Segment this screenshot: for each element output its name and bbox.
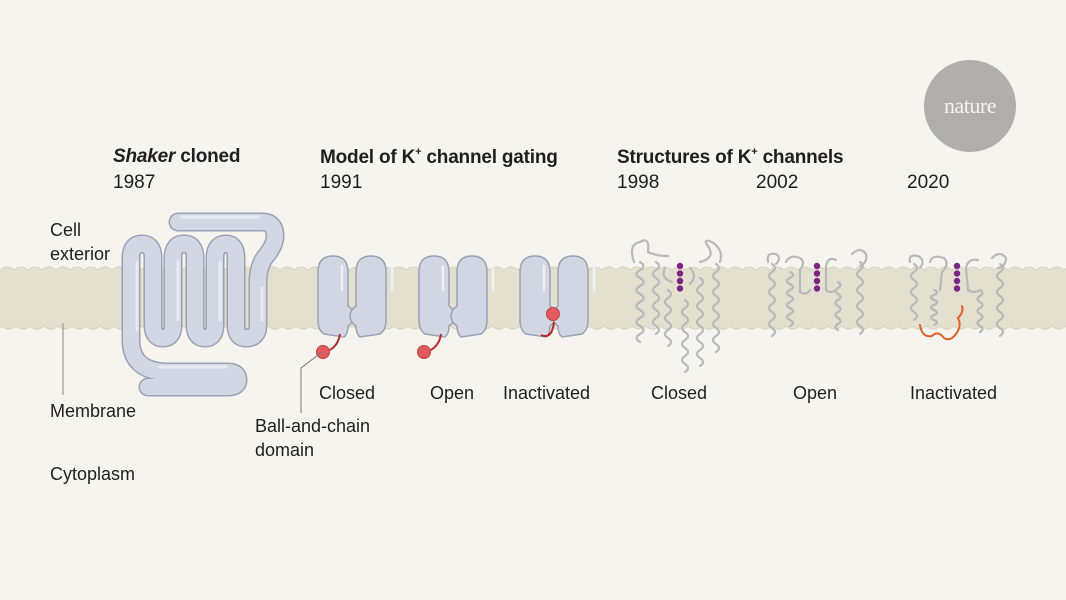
structures-title-pre: Structures of K — [617, 147, 752, 168]
helix — [767, 262, 777, 338]
ball-icon — [546, 307, 560, 321]
inactivation-loop — [919, 305, 964, 341]
structure-state-open: Open — [793, 383, 838, 403]
model-state-open: Open — [430, 383, 475, 403]
model-title-sup: + — [415, 146, 422, 158]
loop — [698, 239, 723, 264]
loop — [766, 252, 781, 266]
ball-icon — [417, 345, 431, 359]
k-ion-icon — [953, 262, 961, 270]
helix — [929, 288, 939, 327]
helix — [909, 262, 919, 322]
helix — [663, 288, 673, 348]
loop — [928, 255, 948, 292]
ball-chain-line-2: domain — [255, 440, 315, 460]
loop — [662, 266, 696, 286]
helix — [855, 260, 865, 336]
k-ion-icon — [676, 277, 684, 285]
ball-chain-label: Ball-and-chain domain — [255, 414, 370, 462]
helix — [635, 260, 645, 344]
logo-text: nature — [944, 93, 996, 118]
model-channel-open — [417, 255, 495, 359]
structure-state-closed: Closed — [651, 383, 708, 403]
model-title: Model of K+ channel gating — [320, 146, 558, 169]
chain — [540, 321, 555, 338]
k-ion-icon — [676, 270, 684, 277]
loop — [630, 239, 670, 264]
membrane-label: Membrane — [50, 401, 137, 421]
structures-title-post: channels — [757, 147, 844, 168]
k-ion-icon — [813, 277, 821, 285]
k-ion-icon — [813, 285, 821, 292]
cytoplasm-label: Cytoplasm — [50, 464, 136, 484]
helix — [711, 262, 721, 354]
shaker-title: Shaker cloned — [113, 146, 240, 168]
structure-2020-inactivated — [908, 252, 1008, 341]
structure-year-1998: 1998 — [617, 172, 660, 193]
k-ion-icon — [813, 262, 821, 270]
structures-title: Structures of K+ channels — [617, 146, 844, 169]
model-channel-inactivated — [519, 255, 596, 338]
k-ion-icon — [953, 285, 961, 292]
k-ion-icon — [676, 285, 684, 292]
loop — [824, 257, 838, 294]
shaker-title-italic: Shaker — [113, 146, 176, 167]
model-channels — [316, 255, 596, 359]
ball-chain-line-1: Ball-and-chain — [255, 416, 371, 436]
structure-1998-closed — [630, 239, 723, 374]
structures-title-sup: + — [751, 146, 758, 158]
channel-subunit — [418, 255, 456, 338]
structure-2002-open — [766, 248, 868, 338]
ball-icon — [316, 345, 330, 359]
helix — [651, 260, 661, 336]
k-ion-icon — [953, 270, 961, 277]
structure-ribbons — [630, 239, 1008, 374]
structure-year-2020: 2020 — [907, 172, 950, 193]
cell-exterior-line-2: exterior — [50, 244, 111, 264]
structure-state-inactivated: Inactivated — [910, 383, 998, 403]
helix — [695, 276, 705, 368]
k-ion-icon — [813, 270, 821, 277]
helix — [995, 262, 1005, 338]
channel-subunit — [349, 255, 387, 338]
shaker-protein — [121, 212, 285, 397]
k-ion-icon — [676, 262, 684, 270]
loop — [990, 252, 1008, 270]
shaker-title-rest: cloned — [175, 146, 241, 167]
model-year: 1991 — [320, 172, 363, 193]
model-state-inactivated: Inactivated — [503, 383, 591, 403]
cell-exterior-line-1: Cell — [50, 220, 82, 240]
shaker-year: 1987 — [113, 172, 156, 193]
structure-year-2002: 2002 — [756, 172, 799, 193]
loop — [784, 255, 812, 295]
model-state-closed: Closed — [319, 383, 376, 403]
shaker-highlight — [135, 215, 264, 369]
k-ion-icon — [953, 277, 961, 285]
cell-exterior-label: Cell exterior — [50, 218, 110, 266]
ball-chain-leader-line — [300, 351, 323, 413]
loop — [964, 258, 982, 294]
channel-subunit — [450, 255, 488, 338]
channel-subunit — [317, 255, 355, 338]
model-channel-closed — [316, 255, 394, 359]
model-title-pre: Model of K — [320, 147, 416, 168]
helix — [976, 288, 984, 334]
loop — [908, 254, 924, 270]
helix — [785, 270, 795, 328]
loop — [850, 248, 868, 268]
model-title-post: channel gating — [421, 147, 558, 168]
nature-logo: nature — [924, 60, 1016, 152]
helix — [680, 298, 690, 374]
